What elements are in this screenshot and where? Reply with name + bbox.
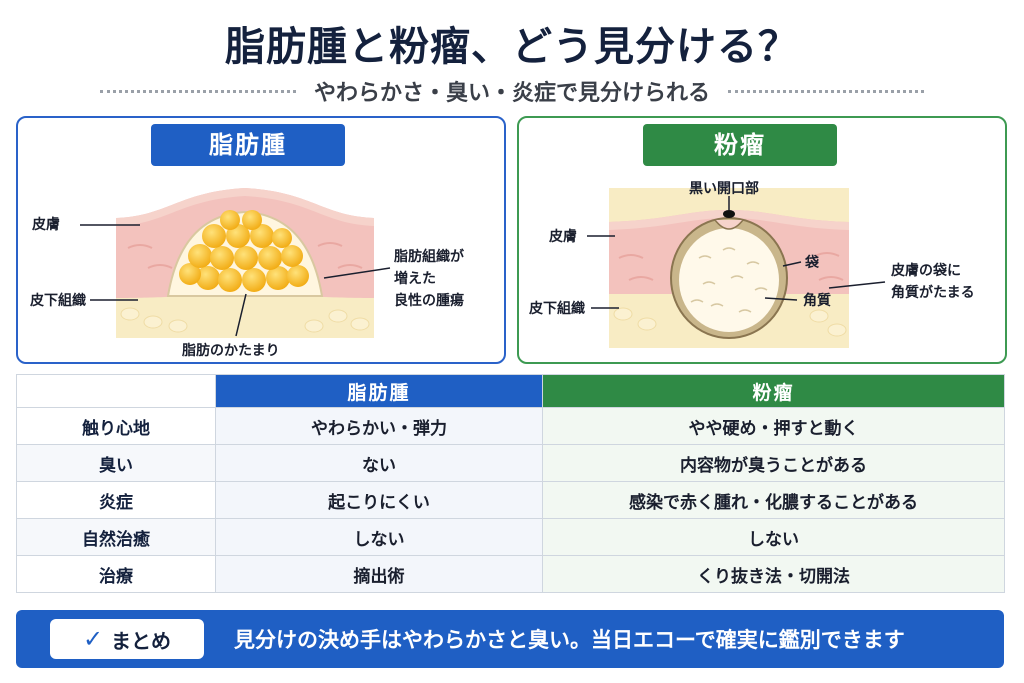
row-atheroma-value: しない bbox=[542, 518, 1005, 556]
row-atheroma-value: 内容物が臭うことがある bbox=[542, 444, 1005, 482]
atheroma-panel: 粉瘤 黒い開口部 皮膚 皮下組織 袋 角質 皮膚の袋に 角質がたまる bbox=[517, 116, 1007, 364]
atheroma-opening bbox=[723, 210, 735, 218]
row-atheroma-value: やや硬め・押すと動く bbox=[542, 407, 1005, 445]
atheroma-sac-label: 袋 bbox=[805, 255, 819, 271]
page-subtitle: やわらかさ・臭い・炎症で見分けられる bbox=[314, 81, 711, 106]
row-atheroma-value: 感染で赤く腫れ・化膿することがある bbox=[542, 481, 1005, 519]
lipoma-desc-line-2: 増えた bbox=[394, 271, 436, 287]
atheroma-keratin-flakes bbox=[690, 247, 768, 313]
row-lipoma-value: ない bbox=[215, 444, 543, 482]
summary-badge-label: まとめ bbox=[111, 628, 172, 653]
atheroma-keratin-label: 角質 bbox=[803, 293, 831, 309]
table-header-atheroma: 粉瘤 bbox=[542, 374, 1005, 408]
table-header-row: 脂肪腫 粉瘤 bbox=[16, 374, 1005, 408]
lipoma-panel: 脂肪腫 皮膚 皮下組織 脂肪組織が 増えた 良性の腫瘍 脂肪のかたまり bbox=[16, 116, 506, 364]
lipoma-skin-label: 皮膚 bbox=[32, 217, 60, 233]
atheroma-diagram bbox=[587, 188, 886, 348]
check-icon: ✓ bbox=[82, 625, 104, 653]
row-item: 臭い bbox=[16, 444, 216, 482]
summary-text: 見分けの決め手はやわらかさと臭い。当日エコーで確実に鑑別できます bbox=[234, 628, 905, 652]
right-dotted-rule bbox=[728, 89, 925, 93]
row-item: 自然治癒 bbox=[16, 518, 216, 556]
atheroma-skin-label: 皮膚 bbox=[549, 229, 577, 245]
atheroma-description: 皮膚の袋に 角質がたまる bbox=[891, 260, 1001, 304]
atheroma-title: 粉瘤 bbox=[643, 124, 837, 166]
row-item: 治療 bbox=[16, 555, 216, 593]
row-item: 炎症 bbox=[16, 481, 216, 519]
table-row: 炎症 起こりにくい 感染で赤く腫れ・化膿することがある bbox=[16, 481, 1005, 519]
lipoma-subcutaneous-label: 皮下組織 bbox=[30, 293, 86, 309]
lipoma-desc-line-1: 脂肪組織が bbox=[394, 249, 464, 265]
row-lipoma-value: 起こりにくい bbox=[215, 481, 543, 519]
lipoma-leader-lines bbox=[80, 224, 391, 337]
row-item: 触り心地 bbox=[16, 407, 216, 445]
lipoma-mass-label: 脂肪のかたまり bbox=[182, 343, 280, 359]
comparison-table: 脂肪腫 粉瘤 触り心地 やわらかい・弾力 やや硬め・押すと動く 臭い ない 内容… bbox=[16, 374, 1005, 593]
left-dotted-rule bbox=[100, 89, 296, 93]
table-row: 触り心地 やわらかい・弾力 やや硬め・押すと動く bbox=[16, 407, 1005, 445]
lipoma-diagram bbox=[80, 188, 391, 338]
table-header-lipoma: 脂肪腫 bbox=[215, 374, 543, 408]
table-row: 自然治癒 しない しない bbox=[16, 518, 1005, 556]
summary-badge: ✓ まとめ bbox=[50, 619, 204, 659]
atheroma-desc-line-1: 皮膚の袋に bbox=[891, 263, 961, 279]
page-title: 脂肪腫と粉瘤、どう見分ける？ bbox=[225, 24, 799, 70]
lipoma-fat-cluster bbox=[179, 210, 309, 292]
atheroma-desc-line-2: 角質がたまる bbox=[891, 285, 975, 301]
atheroma-leader-lines bbox=[587, 196, 886, 309]
atheroma-keratin bbox=[679, 228, 779, 332]
lipoma-title: 脂肪腫 bbox=[151, 124, 345, 166]
lipoma-description: 脂肪組織が 増えた 良性の腫瘍 bbox=[394, 246, 498, 312]
table-row: 臭い ない 内容物が臭うことがある bbox=[16, 444, 1005, 482]
table-row: 治療 摘出術 くり抜き法・切開法 bbox=[16, 555, 1005, 593]
row-atheroma-value: くり抜き法・切開法 bbox=[542, 555, 1005, 593]
row-lipoma-value: 摘出術 bbox=[215, 555, 543, 593]
row-lipoma-value: やわらかい・弾力 bbox=[215, 407, 543, 445]
table-header-blank bbox=[16, 374, 216, 408]
subtitle-row: やわらかさ・臭い・炎症で見分けられる bbox=[100, 76, 925, 106]
atheroma-subcutaneous-label: 皮下組織 bbox=[529, 301, 585, 317]
row-lipoma-value: しない bbox=[215, 518, 543, 556]
atheroma-opening-label: 黒い開口部 bbox=[689, 181, 759, 197]
summary-bar: ✓ まとめ 見分けの決め手はやわらかさと臭い。当日エコーで確実に鑑別できます bbox=[16, 610, 1004, 668]
lipoma-desc-line-3: 良性の腫瘍 bbox=[394, 293, 464, 309]
